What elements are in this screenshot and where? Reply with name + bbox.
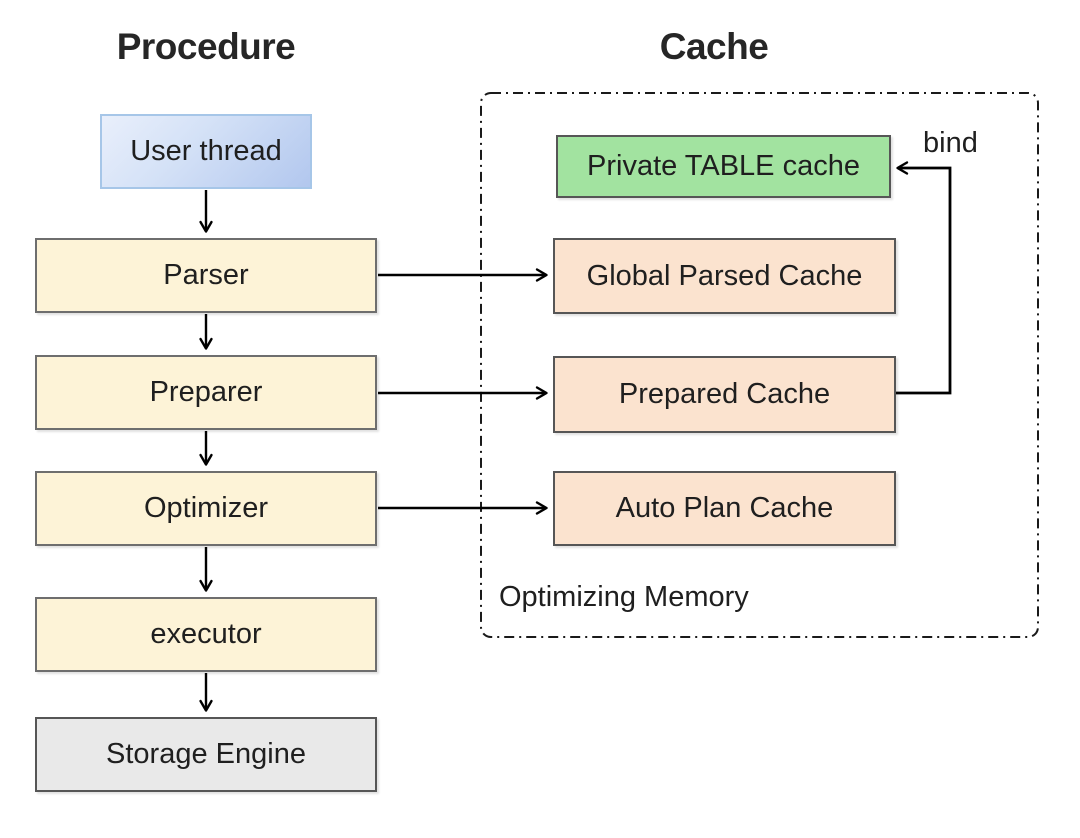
- node-storage-engine-label: Storage Engine: [106, 738, 306, 770]
- optimizing-memory-label: Optimizing Memory: [499, 581, 749, 613]
- bind-edge-label: bind: [923, 127, 978, 159]
- node-parser: Parser: [35, 238, 377, 313]
- node-private-table-cache: Private TABLE cache: [556, 135, 891, 198]
- edge-prepared-cache-private-table-cache-bind: [896, 161, 952, 395]
- node-global-parsed-cache: Global Parsed Cache: [553, 238, 896, 314]
- node-executor-label: executor: [150, 618, 262, 650]
- node-private-table-cache-label: Private TABLE cache: [587, 150, 860, 182]
- node-storage-engine: Storage Engine: [35, 717, 377, 792]
- node-preparer-label: Preparer: [149, 376, 263, 408]
- node-user-thread: User thread: [100, 114, 312, 189]
- node-prepared-cache-label: Prepared Cache: [618, 378, 831, 410]
- node-optimizer: Optimizer: [35, 471, 377, 546]
- node-user-thread-label: User thread: [130, 135, 282, 167]
- node-global-parsed-cache-label: Global Parsed Cache: [586, 259, 863, 292]
- node-auto-plan-cache-label: Auto Plan Cache: [615, 492, 834, 524]
- node-executor: executor: [35, 597, 377, 672]
- node-optimizer-label: Optimizer: [143, 492, 269, 524]
- node-prepared-cache: Prepared Cache: [553, 356, 896, 433]
- cache-title: Cache: [659, 26, 769, 67]
- node-auto-plan-cache: Auto Plan Cache: [553, 471, 896, 546]
- node-preparer: Preparer: [35, 355, 377, 430]
- procedure-title: Procedure: [116, 26, 296, 67]
- node-parser-label: Parser: [163, 259, 249, 291]
